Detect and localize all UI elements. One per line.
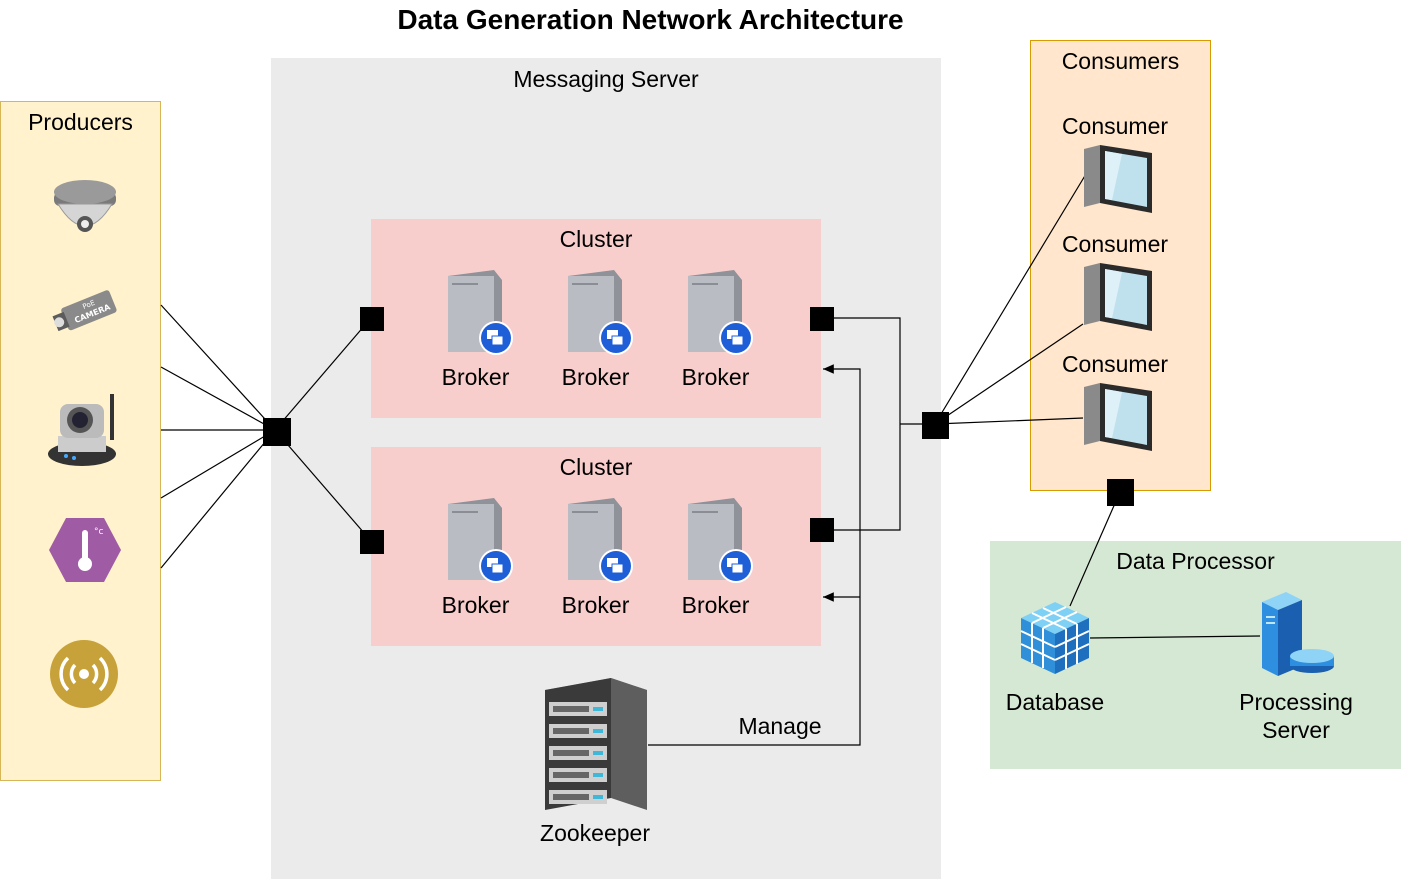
server-icon: [688, 270, 753, 355]
monitor-icon: [1084, 383, 1152, 451]
manage-edge-label: Manage: [738, 713, 822, 739]
consumer-label: Consumer: [1061, 231, 1169, 257]
broker-label: Broker: [561, 592, 630, 618]
producer-hub-node: [263, 418, 291, 446]
broker[interactable]: Broker: [548, 494, 643, 624]
server-icon: [448, 498, 513, 583]
ip-camera-icon: [48, 394, 116, 466]
server-database-icon: [1262, 592, 1334, 676]
broker[interactable]: Broker: [668, 266, 763, 396]
database-label: Database: [1005, 689, 1105, 715]
broker-label: Broker: [441, 364, 510, 390]
broker-label: Broker: [561, 364, 630, 390]
consumer-label: Consumer: [1061, 351, 1169, 377]
cluster-2-output-node: [810, 518, 834, 542]
broker-label: Broker: [441, 592, 510, 618]
cluster-1-input-node: [360, 307, 384, 331]
data-processor-label: Data Processor: [1116, 548, 1275, 574]
diagram-title: Data Generation Network Architecture: [397, 4, 904, 35]
monitor-icon: [1084, 263, 1152, 331]
temperature-sensor-icon: °c: [49, 518, 121, 582]
broker[interactable]: Broker: [428, 266, 523, 396]
cluster-2-input-node: [360, 530, 384, 554]
consumer[interactable]: Consumer: [1040, 231, 1190, 337]
consumers-label: Consumers: [1061, 48, 1180, 74]
zookeeper[interactable]: Zookeeper: [520, 676, 670, 856]
server-icon: [568, 270, 633, 355]
server-icon: [568, 498, 633, 583]
server-icon: [448, 270, 513, 355]
poe-camera-icon: PoE CAMERA: [52, 290, 117, 332]
dome-camera-icon: [54, 180, 116, 232]
broker[interactable]: Broker: [548, 266, 643, 396]
processing-server[interactable]: Processing Server: [1226, 590, 1366, 748]
cluster-1-label: Cluster: [559, 226, 633, 252]
consumer[interactable]: Consumer: [1040, 351, 1190, 457]
consumer[interactable]: Consumer: [1040, 113, 1190, 219]
consumer-hub-node: [922, 412, 949, 439]
producers-label: Producers: [28, 109, 133, 135]
broker-label: Broker: [681, 592, 750, 618]
database[interactable]: Database: [995, 600, 1115, 720]
processing-server-label: Processing Server: [1239, 689, 1353, 743]
broker-label: Broker: [681, 364, 750, 390]
server-rack-icon: [545, 678, 647, 810]
consumer-label: Consumer: [1061, 113, 1169, 139]
messaging-server-label: Messaging Server: [513, 66, 699, 92]
consumers-output-node: [1107, 479, 1134, 506]
cluster-1-output-node: [810, 307, 834, 331]
database-cube-icon: [1020, 602, 1090, 674]
svg-text:°c: °c: [94, 527, 104, 537]
monitor-icon: [1084, 145, 1152, 213]
zookeeper-label: Zookeeper: [540, 820, 650, 846]
cluster-2-label: Cluster: [559, 454, 633, 480]
broker[interactable]: Broker: [668, 494, 763, 624]
broker[interactable]: Broker: [428, 494, 523, 624]
server-icon: [688, 498, 753, 583]
wireless-sensor-icon: [50, 640, 118, 708]
